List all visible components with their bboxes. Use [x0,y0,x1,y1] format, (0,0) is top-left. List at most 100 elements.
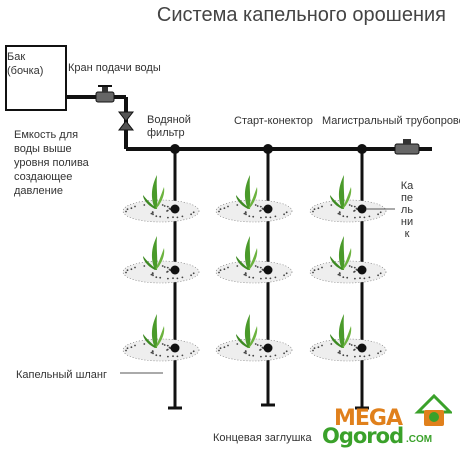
plant-leaf [330,256,343,270]
soil-speck [338,350,341,353]
soil-speck [348,204,351,206]
soil-speck [181,276,184,279]
soil-speck [168,207,171,210]
soil-speck [125,210,127,213]
soil-speck [313,347,316,350]
soil-speck [252,276,255,279]
plant-leaf [248,326,258,348]
plant-leaf [151,175,158,209]
soil-speck [152,274,154,277]
soil-speck [166,205,169,208]
soil-speck [236,265,239,267]
soil-speck [143,343,146,345]
soil-speck [155,354,158,357]
soil-speck [259,266,262,269]
soil-speck [159,354,162,357]
logo-ogorod: Ogorod [322,424,404,448]
soil-speck [190,274,193,277]
tank-label: Бак (бочка) [7,50,43,78]
soil-speck [227,266,229,269]
plant-leaf [143,256,156,270]
soil-speck [134,344,136,347]
plant-leaf [342,187,352,209]
soil-speck [353,344,356,347]
water-filter-icon [117,111,135,131]
soil-speck [248,276,251,279]
soil-speck [274,215,277,218]
soil-mound [215,199,293,223]
soil-mound [309,260,387,284]
soil-speck [163,205,166,207]
soil-speck [321,344,323,347]
plant-leaf [244,175,251,209]
soil-speck [350,205,353,207]
soil-speck [348,343,351,345]
plant-leaf [338,236,345,270]
soil-speck [254,204,257,206]
house-logo-icon [414,393,452,426]
tank-label-line1: Бак [7,51,26,63]
soil-speck [359,277,361,280]
soil-speck [269,216,272,219]
soil-speck [244,211,247,214]
plant-leaf [143,195,156,209]
soil-speck [176,355,179,358]
soil-speck [368,276,371,279]
soil-speck [259,270,262,273]
soil-speck [218,210,220,213]
main-pipe-valve-icon [394,139,420,155]
soil-speck [337,351,340,354]
soil-speck [219,347,222,350]
water-tank [5,45,67,111]
desc-line: создающее [14,171,73,183]
soil-speck [130,346,133,349]
soil-speck [312,349,314,352]
soil-speck [330,204,333,206]
soil-speck [368,215,371,218]
soil-speck [283,352,285,355]
dripper [170,265,180,275]
tank-label-line2: (бочка) [7,65,44,77]
soil-speck [353,348,356,351]
soil-speck [167,355,169,358]
soil-speck [274,276,277,279]
plant-leaf [244,314,251,348]
soil-speck [313,208,316,211]
soil-speck [261,207,264,210]
soil-speck [342,354,345,357]
soil-mound [122,260,200,284]
soil-speck [172,355,174,358]
soil-speck [261,346,264,349]
soil-speck [259,209,262,212]
soil-speck [377,274,379,277]
plant-leaf [330,334,343,348]
plant-leaf [236,256,249,270]
soil-speck [321,266,323,269]
soil-speck [346,276,349,279]
soil-speck [337,212,340,215]
soil-speck [379,272,382,275]
soil-speck [161,343,164,345]
soil-speck [150,351,153,354]
plant-leaf [330,195,343,209]
start-connector [263,144,273,154]
soil-speck [134,266,136,269]
soil-speck [265,277,267,280]
soil-speck [130,207,133,210]
plant-leaf [143,334,156,348]
soil-speck [346,354,349,357]
soil-speck [285,350,288,353]
filter-label-line2: фильтр [147,127,185,139]
start-connector [170,144,180,154]
soil-mound [122,199,200,223]
plant-leaf [155,187,165,209]
soil-speck [339,274,341,277]
soil-speck [248,215,251,218]
plant-leaf [236,195,249,209]
soil-speck [227,344,229,347]
drip-hose-label: Капельный шланг [16,369,108,381]
plant-leaf [338,175,345,209]
soil-speck [155,215,158,218]
soil-speck [260,216,262,219]
